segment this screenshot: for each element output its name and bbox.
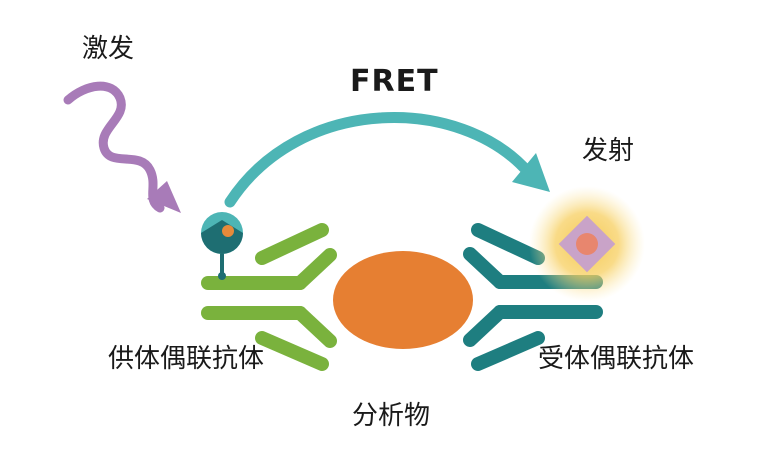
acceptor-fluorophore [529, 186, 645, 302]
fret-arrowhead [512, 153, 550, 192]
acceptor-antibody-label: 受体偶联抗体 [538, 344, 695, 374]
excitation-wave-arrow [63, 81, 181, 213]
fret-arrow-curve [224, 112, 534, 208]
fret-arrow [224, 112, 550, 208]
acceptor-antibody [463, 223, 603, 371]
analyte-shape [333, 251, 473, 349]
emission-label: 发射 [582, 136, 635, 166]
fret-label: FRET [350, 64, 439, 99]
excitation-arrowhead [147, 181, 181, 213]
donor-antibody-label: 供体偶联抗体 [108, 344, 265, 374]
analyte-label: 分析物 [352, 401, 431, 431]
donor-fluorophore [201, 212, 243, 280]
excitation-wave [63, 81, 165, 213]
excitation-label: 激发 [82, 34, 135, 64]
donor-antibody [201, 223, 337, 371]
